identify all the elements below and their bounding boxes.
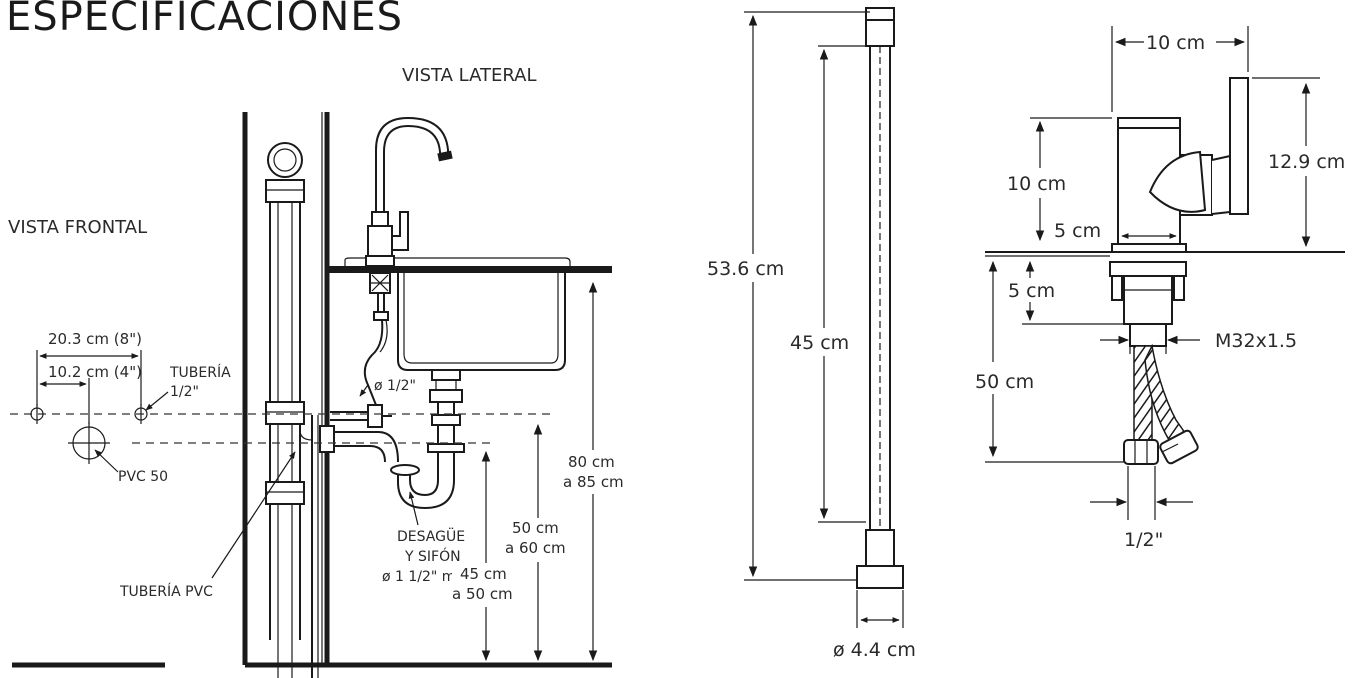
faucet-body xyxy=(1117,127,1181,245)
faucet-side-view xyxy=(330,116,453,428)
hose-total-length: 53.6 cm xyxy=(707,258,784,280)
dim-50-cm: 50 cm xyxy=(512,519,559,537)
dim-45-cm: 45 cm xyxy=(460,565,507,583)
hose-diagram: 53.6 cm 45 cm ø 4.4 cm xyxy=(705,7,916,661)
sink-basin xyxy=(319,273,566,510)
pvc-pipe-vertical xyxy=(265,142,305,678)
faucet-diagram: 10 cm 10 cm 12.9 cm 5 cm 5 cm M32x1.5 50… xyxy=(975,26,1345,551)
dim-50-60-cm: a 60 cm xyxy=(505,539,566,557)
faucet-thread-spec: M32x1.5 xyxy=(1215,330,1297,352)
faucet-shank-height: 5 cm xyxy=(1008,280,1055,302)
faucet-lever xyxy=(1229,77,1249,215)
dim-20-3-cm: 20.3 cm (8") xyxy=(48,330,142,348)
label-tuberia-pvc: TUBERÍA PVC xyxy=(119,583,213,600)
faucet-hose-length: 50 cm xyxy=(975,371,1034,393)
installation-diagram: 20.3 cm (8") 10.2 cm (4") TUBERÍA 1/2" P… xyxy=(10,112,626,678)
label-desague: DESAGÜE xyxy=(397,527,465,545)
dim-10-2-cm: 10.2 cm (4") xyxy=(48,363,142,381)
label-pvc-50: PVC 50 xyxy=(118,469,168,485)
faucet-body-height: 10 cm xyxy=(1007,173,1066,195)
label-sifon-diameter: ø 1 1/2" min xyxy=(382,569,468,585)
label-sifon: Y SIFÓN xyxy=(404,547,461,565)
view-label-frontal: VISTA FRONTAL xyxy=(8,217,147,238)
dim-80-cm: 80 cm xyxy=(568,453,615,471)
page-title: ESPECIFICACIONES xyxy=(6,0,403,40)
label-tuberia: TUBERÍA xyxy=(169,364,231,381)
label-diameter-half: ø 1/2" xyxy=(374,378,416,394)
label-tuberia-size: 1/2" xyxy=(170,384,199,400)
dim-80-85-cm: a 85 cm xyxy=(563,473,624,491)
dim-45-50-cm: a 50 cm xyxy=(452,585,513,603)
faucet-top-cap xyxy=(1117,117,1181,129)
faucet-width-top: 10 cm xyxy=(1146,32,1205,54)
faucet-shank xyxy=(1123,275,1173,325)
countertop xyxy=(327,266,612,273)
faucet-lever-height: 12.9 cm xyxy=(1268,151,1345,173)
faucet-connection-size: 1/2" xyxy=(1124,529,1163,551)
hose-diameter: ø 4.4 cm xyxy=(833,639,916,661)
faucet-base-width: 5 cm xyxy=(1054,220,1101,242)
view-label-lateral: VISTA LATERAL xyxy=(402,65,537,86)
hose-inner-length: 45 cm xyxy=(790,332,849,354)
